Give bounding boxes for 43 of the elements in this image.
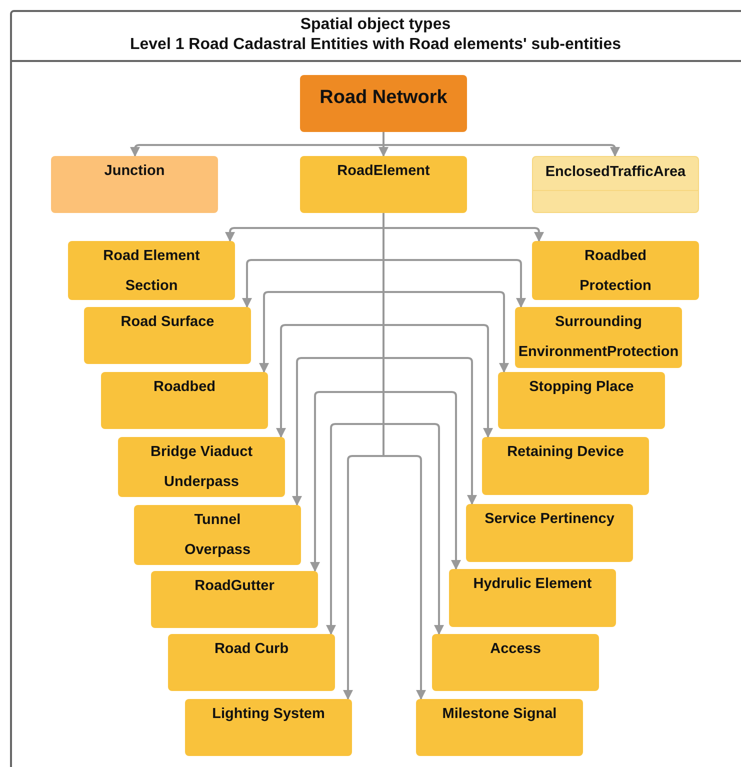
entity-name: Service Pertinency <box>484 510 616 529</box>
entity-name: Surrounding EnvironmentProtection <box>517 313 680 362</box>
entity-box <box>532 156 699 213</box>
entity-name: Roadbed Protection <box>578 247 652 296</box>
entity-box <box>498 372 665 429</box>
entity-box <box>482 437 649 495</box>
entity-name: Road Network <box>318 86 448 110</box>
entity-box <box>68 241 235 300</box>
entity-box <box>515 307 682 368</box>
entity-name: Road Curb <box>213 640 290 659</box>
entity-box <box>466 504 633 562</box>
diagram-subtitle: Level 1 Road Cadastral Entities with Road elements' sub-entities <box>128 36 622 54</box>
entity-box <box>151 571 318 628</box>
entity-box <box>416 699 583 756</box>
entity-box <box>51 156 218 213</box>
entity-box <box>84 307 251 364</box>
entity-name: Hydrulic Element <box>472 575 593 594</box>
entity-box <box>532 241 699 300</box>
arrow <box>382 132 620 157</box>
entity-box <box>449 569 616 627</box>
entity-name: Retaining Device <box>506 443 625 462</box>
entity-name: RoadElement <box>336 162 431 181</box>
entity-name: Stopping Place <box>528 378 635 397</box>
entity-name: Road Surface <box>120 313 216 332</box>
entity-box <box>300 156 467 213</box>
entity-name: Tunnel Overpass <box>183 511 252 560</box>
diagram-title: Spatial object types <box>299 16 452 34</box>
entity-box <box>168 634 335 691</box>
entity-box <box>134 505 301 565</box>
entity-box <box>432 634 599 691</box>
entity-name: Lighting System <box>211 705 326 724</box>
entity-box <box>118 437 285 497</box>
entity-name: Access <box>489 640 542 659</box>
entity-name: Roadbed <box>152 378 217 397</box>
entity-name: Milestone Signal <box>441 705 558 724</box>
entity-name: RoadGutter <box>194 577 276 596</box>
entity-name: EnclosedTrafficArea <box>544 163 687 182</box>
entity-box <box>185 699 352 756</box>
entity-box <box>101 372 268 429</box>
entity-name: Road Element Section <box>102 247 201 296</box>
entity-name: Junction <box>103 162 166 181</box>
entity-name: Bridge Viaduct Underpass <box>149 443 254 492</box>
entity-box <box>300 75 467 132</box>
